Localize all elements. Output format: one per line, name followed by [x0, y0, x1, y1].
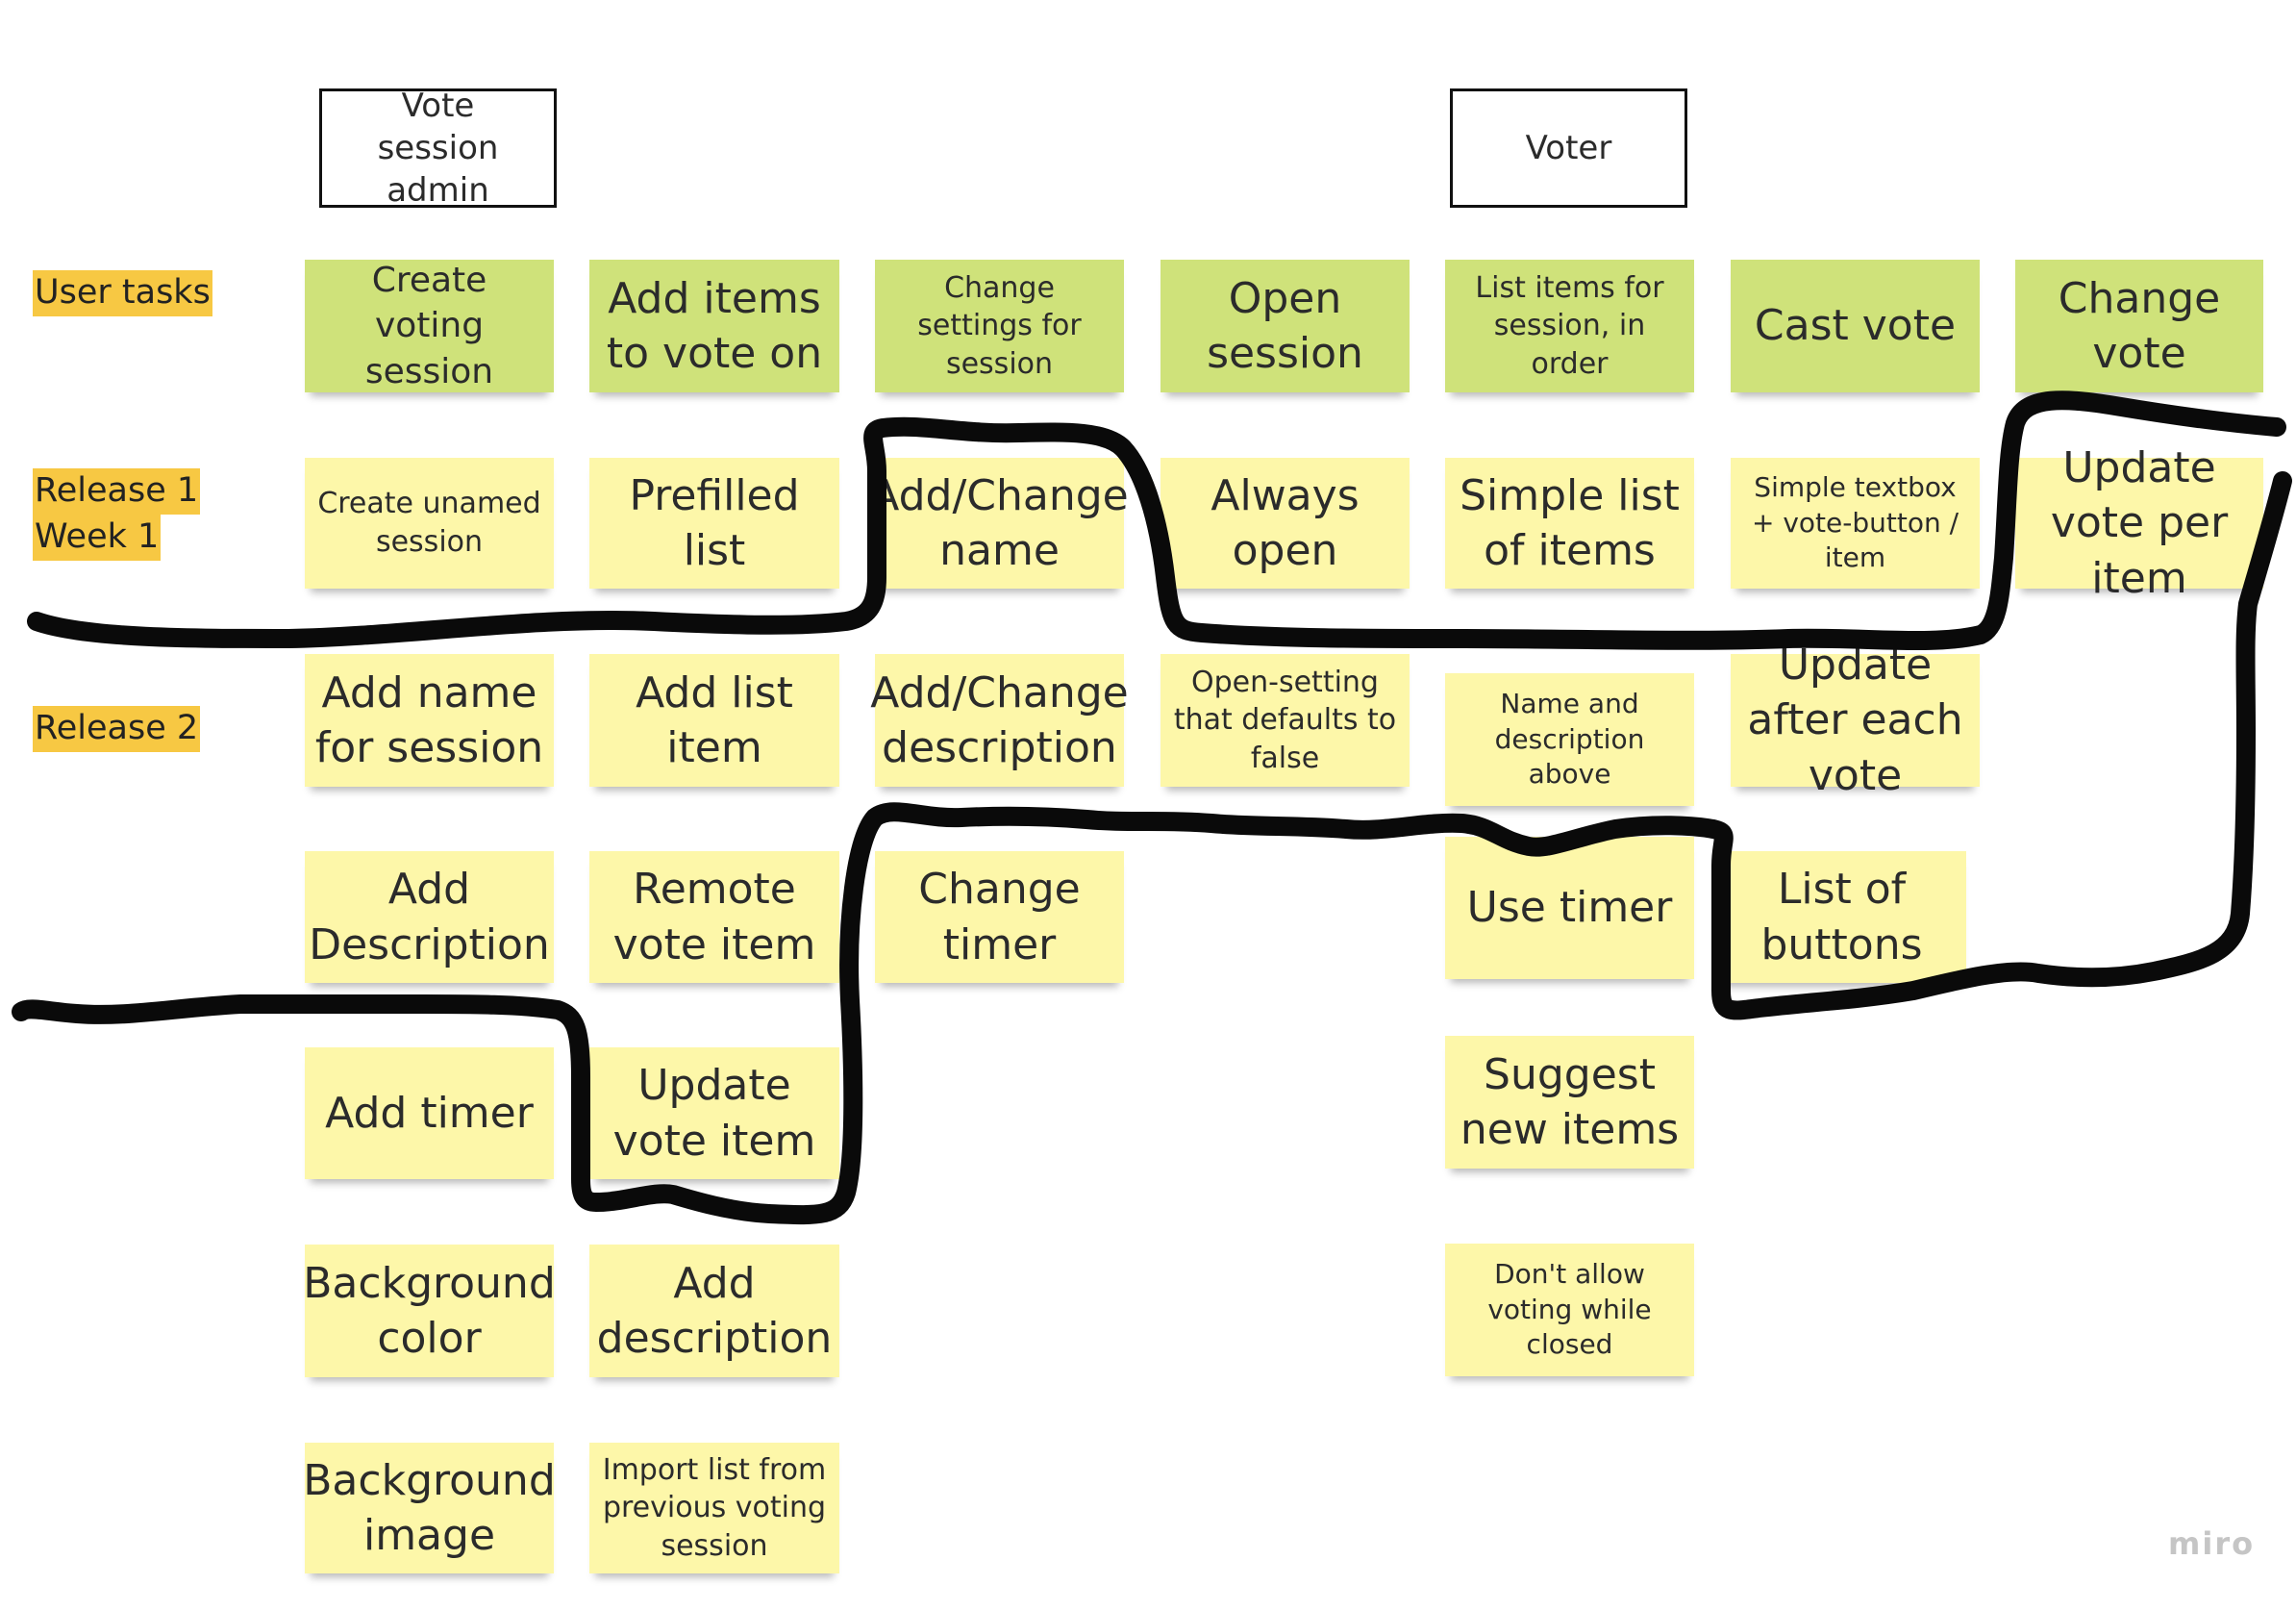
- miro-watermark: miro: [2168, 1525, 2256, 1562]
- story-create-unamed-session[interactable]: Create unamed session: [305, 458, 554, 589]
- lane-label-release-2[interactable]: Release 2: [33, 706, 201, 752]
- actor-voter[interactable]: Voter: [1450, 88, 1687, 208]
- lane-label-user-tasks[interactable]: User tasks: [33, 270, 212, 316]
- story-add-change-description[interactable]: Add/Change description: [870, 654, 1129, 787]
- story-add-list-item[interactable]: Add list item: [589, 654, 839, 787]
- story-always-open[interactable]: Always open: [1160, 458, 1410, 589]
- story-add-description-admin[interactable]: Add Description: [305, 851, 554, 983]
- task-add-items[interactable]: Add items to vote on: [589, 260, 839, 392]
- actor-admin[interactable]: Vote session admin: [319, 87, 557, 210]
- lane-label-week-1[interactable]: Week 1: [33, 515, 162, 561]
- task-open-session[interactable]: Open session: [1160, 260, 1410, 392]
- story-name-and-description-above[interactable]: Name and description above: [1445, 673, 1694, 806]
- story-update-vote-per-item[interactable]: Update vote per item: [2015, 443, 2263, 603]
- actor-admin-label: Vote session admin: [377, 86, 499, 211]
- lane-label-release-1[interactable]: Release 1: [33, 468, 201, 515]
- story-add-description-items[interactable]: Add description: [589, 1245, 839, 1377]
- story-suggest-new-items[interactable]: Suggest new items: [1445, 1036, 1694, 1169]
- story-dont-allow-voting[interactable]: Don't allow voting while closed: [1445, 1244, 1694, 1376]
- story-background-color[interactable]: Background color: [303, 1245, 556, 1377]
- story-update-vote-item[interactable]: Update vote item: [589, 1047, 839, 1179]
- story-prefilled-list[interactable]: Prefilled list: [589, 458, 839, 589]
- story-add-name-for-session[interactable]: Add name for session: [305, 654, 554, 787]
- story-remote-vote-item[interactable]: Remote vote item: [589, 851, 839, 983]
- task-change-vote[interactable]: Change vote: [2015, 260, 2263, 392]
- story-open-setting[interactable]: Open-setting that defaults to false: [1160, 654, 1410, 787]
- task-cast-vote[interactable]: Cast vote: [1731, 260, 1980, 392]
- task-change-settings[interactable]: Change settings for session: [875, 260, 1124, 392]
- task-create-voting-session[interactable]: Create voting session: [305, 260, 554, 392]
- actor-voter-label: Voter: [1525, 128, 1612, 167]
- story-add-timer[interactable]: Add timer: [305, 1047, 554, 1179]
- story-add-change-name[interactable]: Add/Change name: [870, 458, 1129, 589]
- story-simple-textbox-vote-button[interactable]: Simple textbox + vote-button / item: [1731, 458, 1980, 589]
- story-simple-list-of-items[interactable]: Simple list of items: [1445, 458, 1694, 589]
- story-update-after-each-vote[interactable]: Update after each vote: [1731, 641, 1980, 800]
- task-list-items[interactable]: List items for session, in order: [1445, 260, 1694, 392]
- story-use-timer[interactable]: Use timer: [1445, 837, 1694, 979]
- story-change-timer[interactable]: Change timer: [875, 851, 1124, 983]
- story-import-list[interactable]: Import list from previous voting session: [589, 1443, 839, 1573]
- story-list-of-buttons[interactable]: List of buttons: [1717, 851, 1966, 983]
- story-background-image[interactable]: Background image: [303, 1443, 556, 1573]
